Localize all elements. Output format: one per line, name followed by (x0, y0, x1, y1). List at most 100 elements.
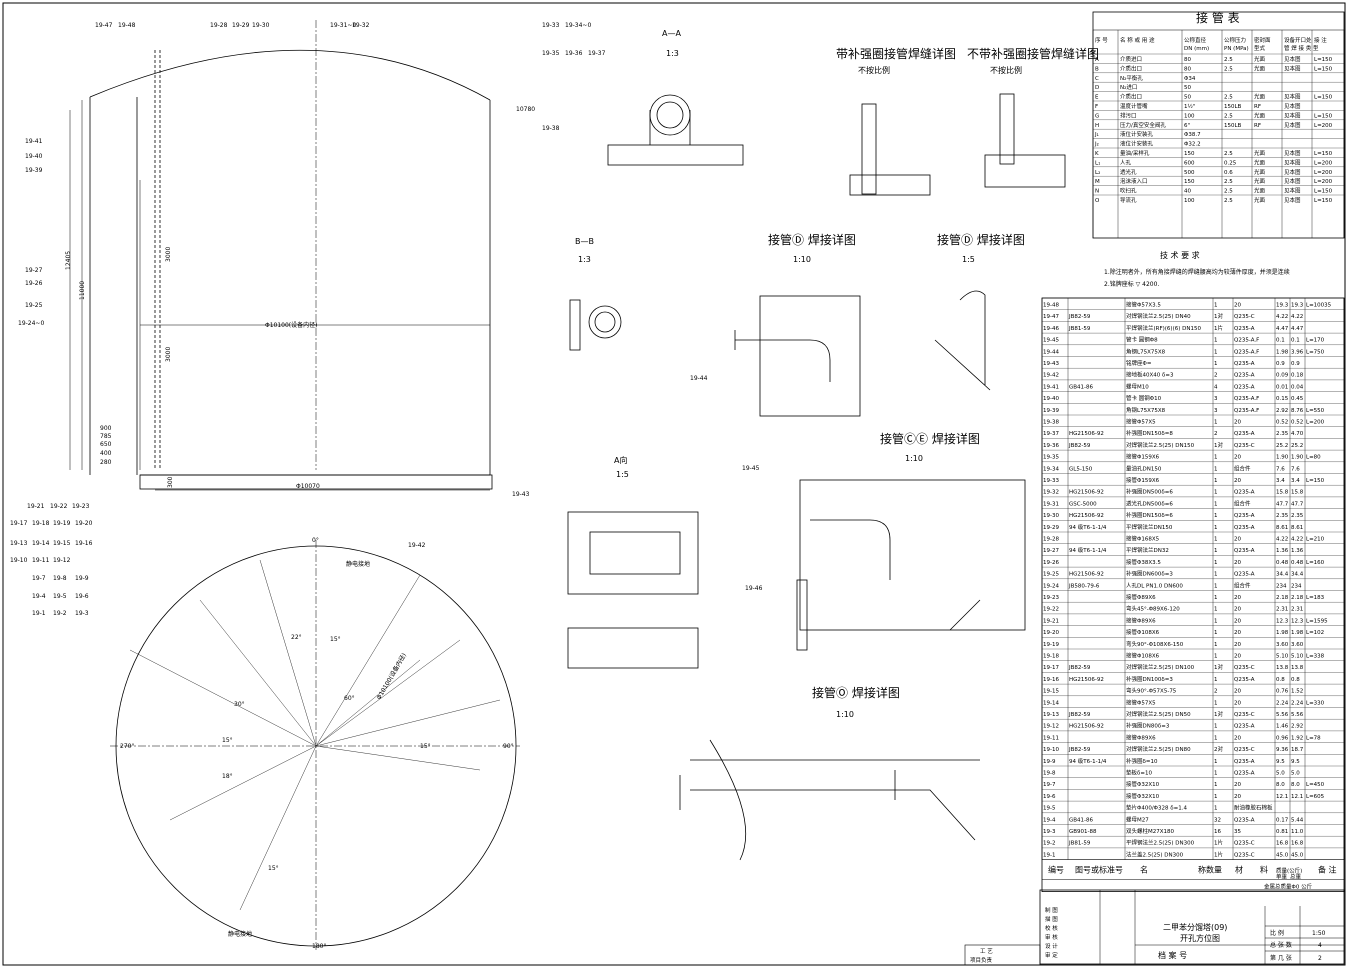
bom-cell: 19-11 (1043, 735, 1059, 741)
bom-cell: 19-29 (1043, 525, 1059, 531)
angle-15d: 15° (420, 743, 431, 750)
bom-cell: 7.6 (1276, 466, 1285, 472)
detail-a-direction (567, 511, 699, 669)
bom-cell: 管卡 圆钢Φ10 (1126, 394, 1162, 402)
part-label: 19-25 (25, 302, 43, 309)
bom-cell: 1 (1214, 618, 1218, 624)
bom-cell: 0.18 (1291, 373, 1304, 379)
bom-cell: 19-41 (1043, 384, 1059, 390)
part-label: 19-16 (75, 540, 93, 547)
bom-cell: 9.36 (1276, 747, 1289, 753)
bom-cell: 19-10 (1043, 747, 1059, 753)
nozzle-cell: K (1095, 151, 1099, 157)
part-label: 19-5 (53, 593, 67, 600)
bom-cell: 法兰盖2.5(25) DN300 (1126, 850, 1184, 858)
nozzle-cell: 1½" (1184, 103, 1195, 110)
bom-cell: 0.9 (1291, 361, 1300, 367)
bom-cell: 2.35 (1276, 513, 1289, 519)
bom-cell: 接管Φ108X6 (1126, 628, 1160, 636)
bom-cell: 对焊钢法兰2.5(25) DN40 (1126, 312, 1191, 320)
bom-cell: 1 (1214, 735, 1218, 741)
nozzle-header-unit: DN (mm) (1184, 46, 1209, 52)
bom-cell: 1 (1214, 572, 1218, 578)
bom-cell: 对焊钢法兰2.5(25) DN100 (1126, 663, 1195, 671)
bom-cell: 13.8 (1276, 665, 1289, 671)
nozzle-cell: 见本图 (1284, 149, 1301, 157)
bom-cell: 19-1 (1043, 852, 1055, 858)
nozzle-cell: L=150 (1314, 151, 1333, 157)
bom-cell: 1.98 (1291, 630, 1304, 636)
bom-cell: L=160 (1306, 560, 1325, 566)
part-label: 19-41 (25, 138, 43, 145)
bom-cell: 20 (1234, 689, 1241, 695)
aa-title: A—A (662, 29, 681, 38)
bom-cell: 0.09 (1276, 373, 1289, 379)
bom-cell: 1 (1214, 501, 1218, 507)
bom-cell: 0.9 (1276, 361, 1285, 367)
nozzle-cell: L=200 (1314, 123, 1333, 129)
weld2-title: 不带补强圈接管焊缝详图 (967, 46, 1099, 61)
nozzle-cell: 150 (1184, 179, 1195, 185)
bom-cell: 8.0 (1291, 782, 1300, 788)
part-label: 19-38 (542, 125, 560, 132)
part-label: 19-33 (542, 22, 560, 29)
bom-cell: 9.5 (1276, 759, 1285, 765)
bom-cell: 2 (1214, 689, 1218, 695)
part-label: 19-35 (542, 50, 560, 57)
bom-cell: 0.52 (1276, 420, 1288, 426)
bom-cell: 19-8 (1043, 771, 1056, 777)
bom-cell: 19-18 (1043, 654, 1059, 660)
bom-cell: 19-39 (1043, 408, 1059, 414)
bom-cell: 补强圈DN600δ=3 (1126, 570, 1173, 578)
bom-cell: 1.46 (1276, 724, 1289, 730)
bom-cell: 2 (1214, 373, 1218, 379)
bom-cell: 0.1 (1276, 338, 1285, 344)
part-label: 19-29 (232, 22, 250, 29)
nozzle-cell: Φ38.7 (1184, 132, 1201, 138)
part-label: 19-34~0 (565, 22, 591, 29)
nozzle-cell: 压力/真空安全阀孔 (1120, 121, 1166, 129)
bom-cell: 1对 (1214, 441, 1223, 449)
nozzle-cell: L=150 (1314, 189, 1333, 195)
nozzle-cell: 2.5 (1224, 151, 1233, 157)
bom-cell: 4.22 (1276, 314, 1288, 320)
bom-footer: 图号或标准号 (1075, 865, 1123, 875)
detail-aa (607, 94, 744, 166)
bom-cell: 0.8 (1291, 677, 1300, 683)
nozzle-cell: L=200 (1314, 179, 1333, 185)
bom-cell: 平焊钢法兰DN32 (1126, 546, 1169, 554)
bom-cell: 15.8 (1276, 490, 1289, 496)
bom-cell: 接管Φ89X6 (1126, 593, 1156, 601)
nozzle-cell: 光面 (1254, 158, 1266, 166)
bom-cell: 1.36 (1291, 548, 1304, 554)
bom-cell: JB82-59 (1068, 314, 1091, 320)
weld2-scale: 不按比例 (990, 65, 1022, 75)
nozzle-cell: 50 (1184, 95, 1191, 101)
bom-cell: 19-4 (1043, 817, 1056, 823)
tech-req: 技 术 要 求 1.除注明者外，所有角接焊缝的焊缝腰高均为较薄件厚度，并须是连续… (1104, 250, 1290, 288)
bom-cell: JB580-79-6 (1068, 583, 1100, 589)
bom-cell: 1 (1214, 654, 1218, 660)
bom-cell: 1 (1214, 349, 1218, 355)
nozzle-cell: 600 (1184, 160, 1195, 166)
title-block: 制 图 描 图 校 核 审 核 设 计 审 定 工 艺 项目负责 二甲苯分馏塔(… (964, 889, 1345, 966)
bom-cell: 19-14 (1043, 700, 1059, 706)
nozzle-cell: 见本图 (1284, 55, 1301, 63)
nozzle-cell: C (1095, 76, 1099, 82)
tb-name: 二甲苯分馏塔(09) (1163, 922, 1227, 932)
bom-cell: 角钢L75X75X8 (1126, 406, 1166, 414)
bom-cell: 19-26 (1043, 560, 1059, 566)
bom-cell: GB41-86 (1069, 384, 1094, 390)
nozzle-cell: 见本图 (1284, 121, 1301, 129)
bom-cell: L=450 (1306, 782, 1325, 788)
bom-cell: 接管Φ89X6 (1126, 616, 1156, 624)
bom-cell: JB81-59 (1068, 841, 1091, 847)
detail-weld1 (849, 103, 931, 196)
bom-cell: L=10035 (1306, 303, 1332, 309)
tb-sheets-label: 总 张 数 (1270, 941, 1292, 949)
bom-cell: 螺母M10 (1126, 382, 1149, 390)
bom-cell: 8.61 (1276, 525, 1288, 531)
bom-cell: 1 (1214, 642, 1218, 648)
bom-cell: 19-47 (1043, 314, 1059, 320)
bom-cell: 补强圈DN150δ=8 (1126, 429, 1173, 437)
